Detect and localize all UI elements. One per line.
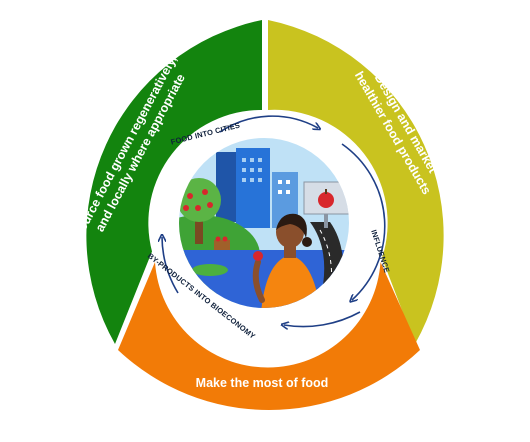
segment-left-green <box>86 20 262 344</box>
apple-icon <box>318 192 334 208</box>
person-figure <box>252 213 322 308</box>
arrow-right <box>341 143 386 300</box>
arrow-top <box>219 115 318 133</box>
arrow-left <box>162 237 179 294</box>
segment-bottom-orange <box>118 262 420 411</box>
apple-tree-icon <box>179 178 221 244</box>
arrow-bottom <box>284 311 361 327</box>
food-basket-icon <box>214 236 230 250</box>
segment-right-yellow <box>268 20 444 344</box>
segment-bottom-label: Make the most of food <box>196 376 329 390</box>
billboard-icon <box>303 181 349 228</box>
illustration <box>179 138 349 308</box>
